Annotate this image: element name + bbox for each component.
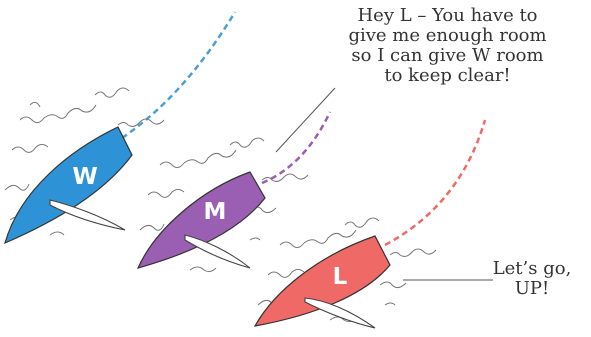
boat-l: L [253, 119, 487, 329]
speech-text-l: Let’s go, UP! [480, 258, 584, 300]
boat-label-w: W [72, 164, 97, 190]
pointer-line-top [275, 87, 336, 153]
speech-line: Let’s go, [492, 258, 572, 279]
hull-l [253, 235, 391, 327]
sail-m [184, 234, 251, 269]
speech-line: so I can give W room [351, 45, 544, 67]
boat-label-l: L [333, 264, 348, 290]
water-ripples-m [139, 137, 309, 273]
boat-w: W [4, 11, 237, 245]
speech-line: give me enough room [348, 25, 547, 47]
boat-m: M [136, 111, 332, 273]
wake-line-l [384, 119, 487, 247]
speech-line: to keep clear! [384, 65, 511, 87]
boat-label-m: M [204, 199, 227, 225]
sail-w [49, 199, 126, 231]
speech-line: UP! [514, 278, 550, 300]
hull-m [136, 171, 266, 269]
wake-line-m [261, 111, 332, 185]
speech-text-m: Hey L – You have to give me enough room … [315, 5, 580, 87]
speech-line: Hey L – You have to [357, 5, 538, 26]
sail-l [304, 297, 376, 329]
hull-w [4, 126, 133, 245]
wake-line-w [121, 11, 237, 140]
